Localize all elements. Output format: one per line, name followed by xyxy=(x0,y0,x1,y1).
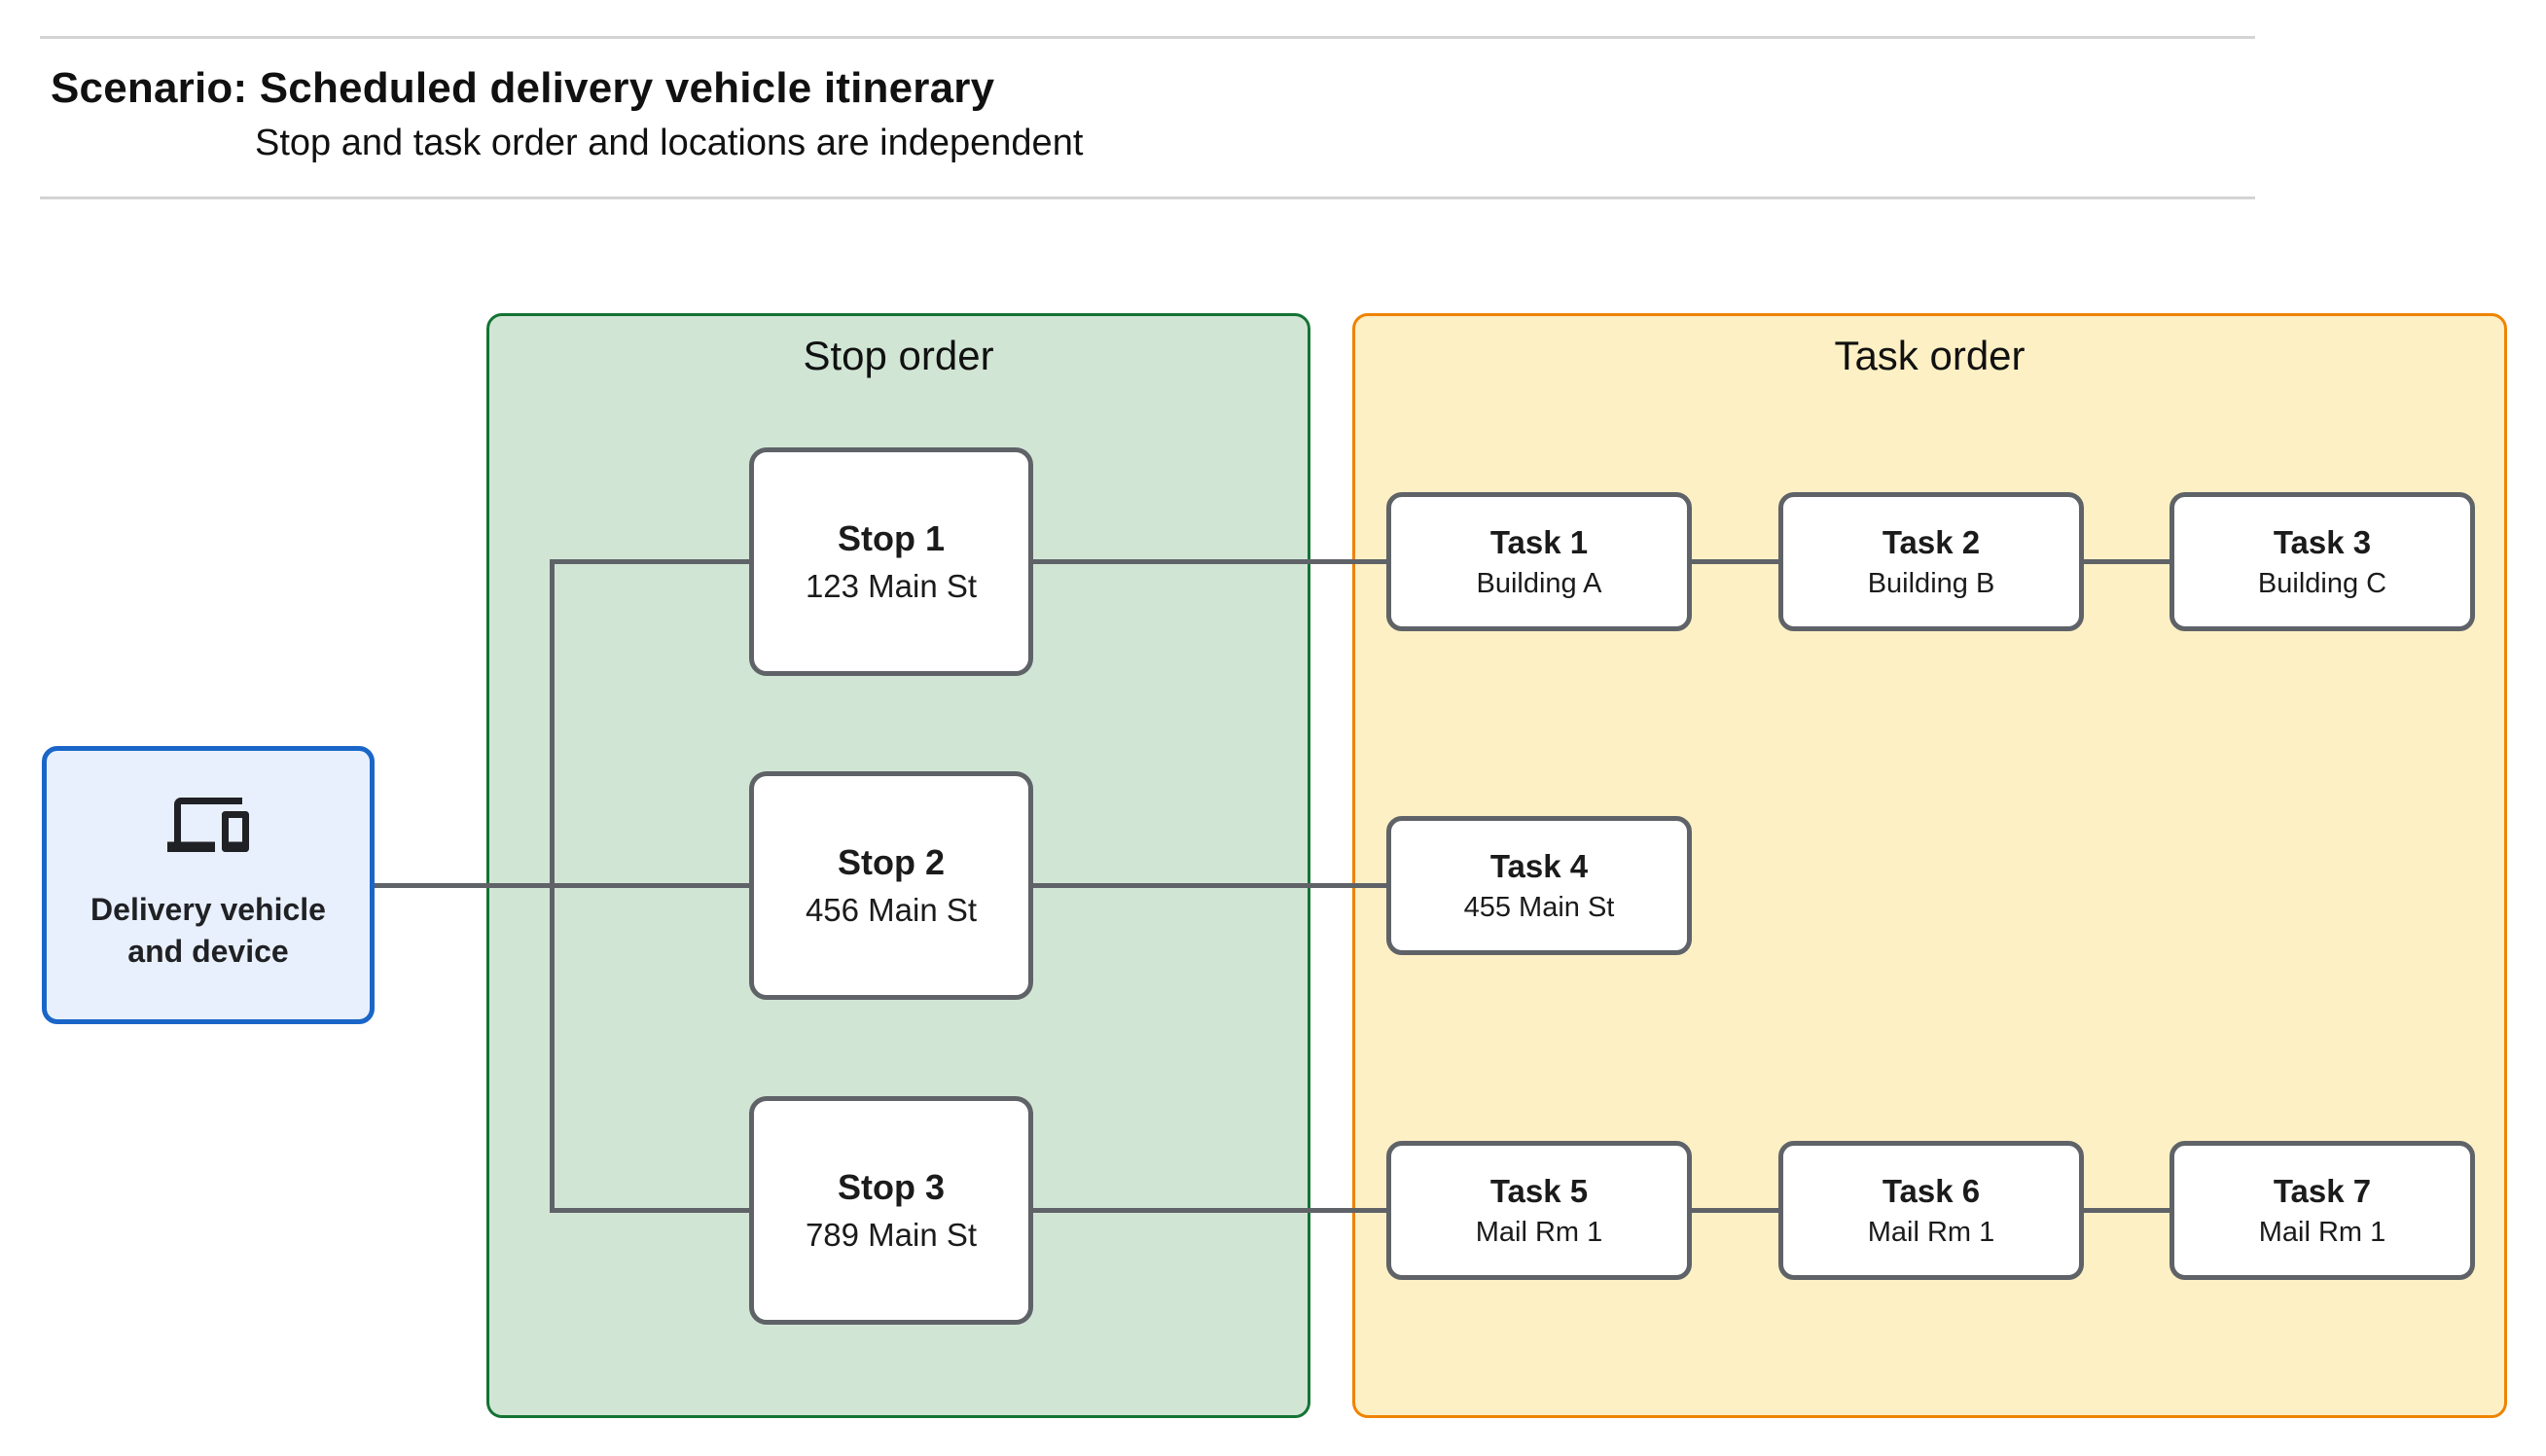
task-2-location: Building B xyxy=(1867,567,1995,599)
connector-stop3-task5 xyxy=(1033,1208,1386,1213)
task-7-location: Mail Rm 1 xyxy=(2258,1216,2386,1248)
task-4-location: 455 Main St xyxy=(1463,891,1615,923)
task-4-node: Task 4 455 Main St xyxy=(1386,816,1692,955)
task-order-panel-label: Task order xyxy=(1834,333,2026,378)
vehicle-label-line2: and device xyxy=(127,934,289,969)
task-1-location: Building A xyxy=(1476,567,1602,599)
connector-stop2-task4 xyxy=(1033,883,1386,888)
task-6-location: Mail Rm 1 xyxy=(1867,1216,1995,1248)
task-1-title: Task 1 xyxy=(1489,523,1589,560)
task-2-node: Task 2 Building B xyxy=(1778,492,2084,631)
connector-task2-task3 xyxy=(2084,559,2169,564)
connector-task5-task6 xyxy=(1692,1208,1778,1213)
task-7-node: Task 7 Mail Rm 1 xyxy=(2169,1141,2475,1280)
vehicle-label: Delivery vehicle and device xyxy=(90,889,326,973)
top-separator-line xyxy=(40,36,2255,39)
task-3-title: Task 3 xyxy=(2273,523,2372,560)
stop-1-node: Stop 1 123 Main St xyxy=(749,447,1033,676)
connector-task1-task2 xyxy=(1692,559,1778,564)
stop-1-address: 123 Main St xyxy=(805,568,978,604)
stop-1-title: Stop 1 xyxy=(837,518,945,558)
connector-trunk-vertical xyxy=(550,559,555,1213)
task-5-title: Task 5 xyxy=(1489,1172,1589,1209)
devices-icon xyxy=(167,797,249,852)
stop-3-address: 789 Main St xyxy=(805,1217,978,1253)
stop-2-address: 456 Main St xyxy=(805,892,978,928)
stop-2-title: Stop 2 xyxy=(837,842,945,882)
connector-task6-task7 xyxy=(2084,1208,2169,1213)
stop-2-node: Stop 2 456 Main St xyxy=(749,771,1033,1000)
task-6-title: Task 6 xyxy=(1882,1172,1981,1209)
connector-vehicle-to-stops xyxy=(375,883,749,888)
task-3-node: Task 3 Building C xyxy=(2169,492,2475,631)
task-7-title: Task 7 xyxy=(2273,1172,2372,1209)
connector-branch-stop1 xyxy=(550,559,749,564)
stop-3-node: Stop 3 789 Main St xyxy=(749,1096,1033,1325)
connector-branch-stop3 xyxy=(550,1208,749,1213)
page-title: Scenario: Scheduled delivery vehicle iti… xyxy=(51,64,995,112)
vehicle-label-line1: Delivery vehicle xyxy=(90,891,326,927)
delivery-vehicle-node: Delivery vehicle and device xyxy=(42,746,375,1024)
task-2-title: Task 2 xyxy=(1882,523,1981,560)
bottom-separator-line xyxy=(40,196,2255,199)
task-3-location: Building C xyxy=(2257,567,2387,599)
task-4-title: Task 4 xyxy=(1489,847,1589,884)
task-5-location: Mail Rm 1 xyxy=(1475,1216,1603,1248)
connector-stop1-task1 xyxy=(1033,559,1386,564)
task-1-node: Task 1 Building A xyxy=(1386,492,1692,631)
page-subtitle: Stop and task order and locations are in… xyxy=(255,123,1084,163)
stop-3-title: Stop 3 xyxy=(837,1167,945,1207)
task-6-node: Task 6 Mail Rm 1 xyxy=(1778,1141,2084,1280)
task-5-node: Task 5 Mail Rm 1 xyxy=(1386,1141,1692,1280)
stop-order-panel-label: Stop order xyxy=(803,333,994,378)
